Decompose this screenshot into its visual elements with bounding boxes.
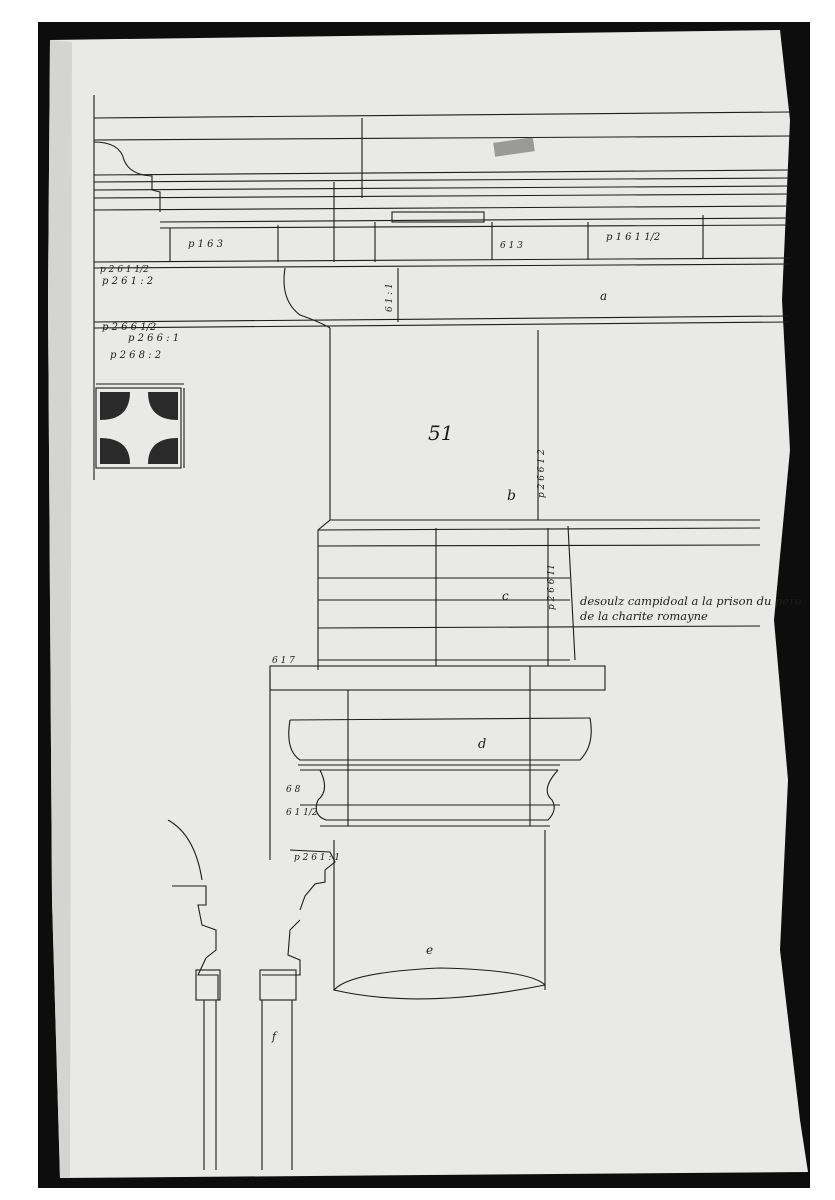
dim-note-4: p 2 6 8 : 2 [110, 350, 161, 361]
dim-note-1: p 2 6 1 : 2 [102, 276, 153, 287]
ink-linework [93, 95, 791, 1170]
label-c: c [502, 589, 509, 603]
dim-note-12: 6 1 1/2 [286, 808, 318, 818]
dim-note-7: p 2 6 1 1/2 [100, 265, 149, 275]
dim-note-13: p 2 6 6 1 2 [537, 449, 547, 498]
label-b: b [507, 488, 516, 504]
dim-note-9: 6 1 : 1 [385, 283, 395, 312]
dim-note-14: p 2 6 1 : 1 [294, 853, 340, 863]
dim-note-15: 6 1 3 [500, 241, 523, 251]
label-a: a [600, 289, 607, 303]
dim-note-8: p 2 6 6 11 [547, 564, 557, 610]
dim-note-5: p 1 6 3 [188, 239, 223, 250]
rosette-ornament [100, 392, 178, 464]
dim-note-3: p 2 6 6 : 1 [128, 333, 179, 344]
label-e: e [426, 943, 433, 957]
label-f: f [271, 1030, 278, 1043]
label-d: d [478, 737, 486, 752]
dim-note-6: p 1 6 1 1/2 [606, 232, 660, 243]
dim-note-10: 6 1 7 [272, 656, 295, 666]
dim-note-11: 6 8 [286, 785, 301, 795]
inscription-line-1: desoulz campidoal a la prison du pere [580, 594, 802, 608]
paper-left-fold [48, 40, 72, 1178]
page-number: 51 [428, 421, 453, 445]
ink-smudge [493, 137, 535, 157]
inscription-line-2: de la charite romayne [580, 609, 708, 623]
dim-note-2: p 2 6 6 1/2 [102, 322, 156, 333]
